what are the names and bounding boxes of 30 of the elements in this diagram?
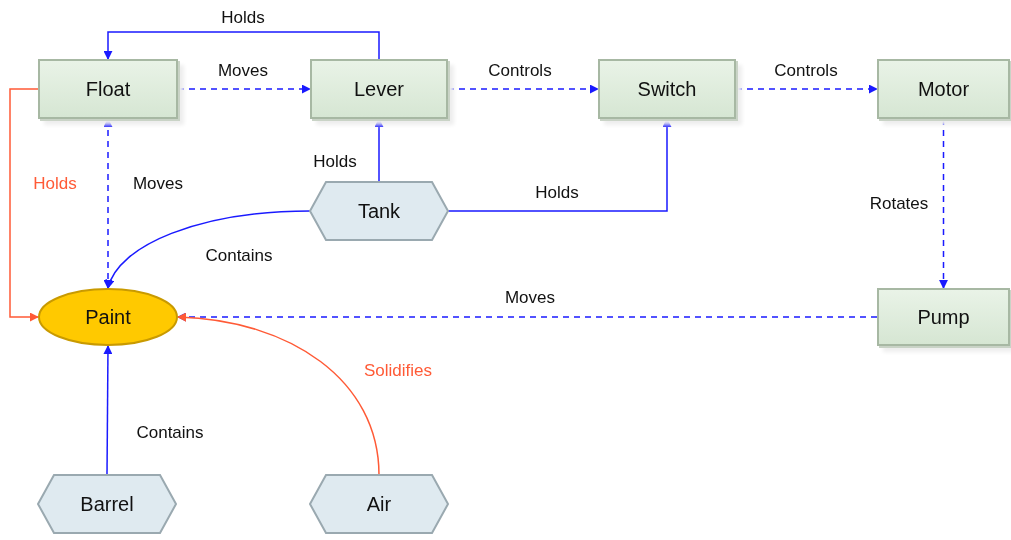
arrow: [177, 84, 311, 94]
arrow: [447, 118, 672, 212]
hexagon-box: [310, 475, 448, 533]
arrow: [939, 118, 948, 289]
process-box: [310, 59, 448, 119]
node-label: Lever: [354, 77, 404, 101]
node-label: Paint: [85, 305, 131, 329]
process-box: [38, 59, 178, 119]
arrow: [103, 345, 113, 476]
arrow: [447, 84, 599, 94]
node-label: Pump: [917, 305, 970, 329]
hexagon-box: [38, 475, 176, 533]
arrow: [106, 210, 311, 289]
node-label: Air: [366, 492, 392, 516]
arrow: [177, 313, 380, 476]
ellipse-node: [38, 288, 178, 346]
hexagon-box: [310, 182, 448, 240]
arrow: [735, 84, 878, 94]
node-label: Motor: [917, 77, 970, 101]
arrow: [103, 118, 113, 289]
process-box: [598, 59, 736, 119]
arrow: [374, 118, 384, 183]
process-box: [877, 288, 1010, 346]
arrow: [9, 88, 39, 322]
process-box: [877, 59, 1010, 119]
node-label: Barrel: [80, 492, 134, 516]
node-label: Switch: [637, 77, 697, 101]
arrow: [103, 31, 380, 60]
node-label: Float: [85, 77, 131, 101]
node-label: Tank: [357, 199, 401, 223]
